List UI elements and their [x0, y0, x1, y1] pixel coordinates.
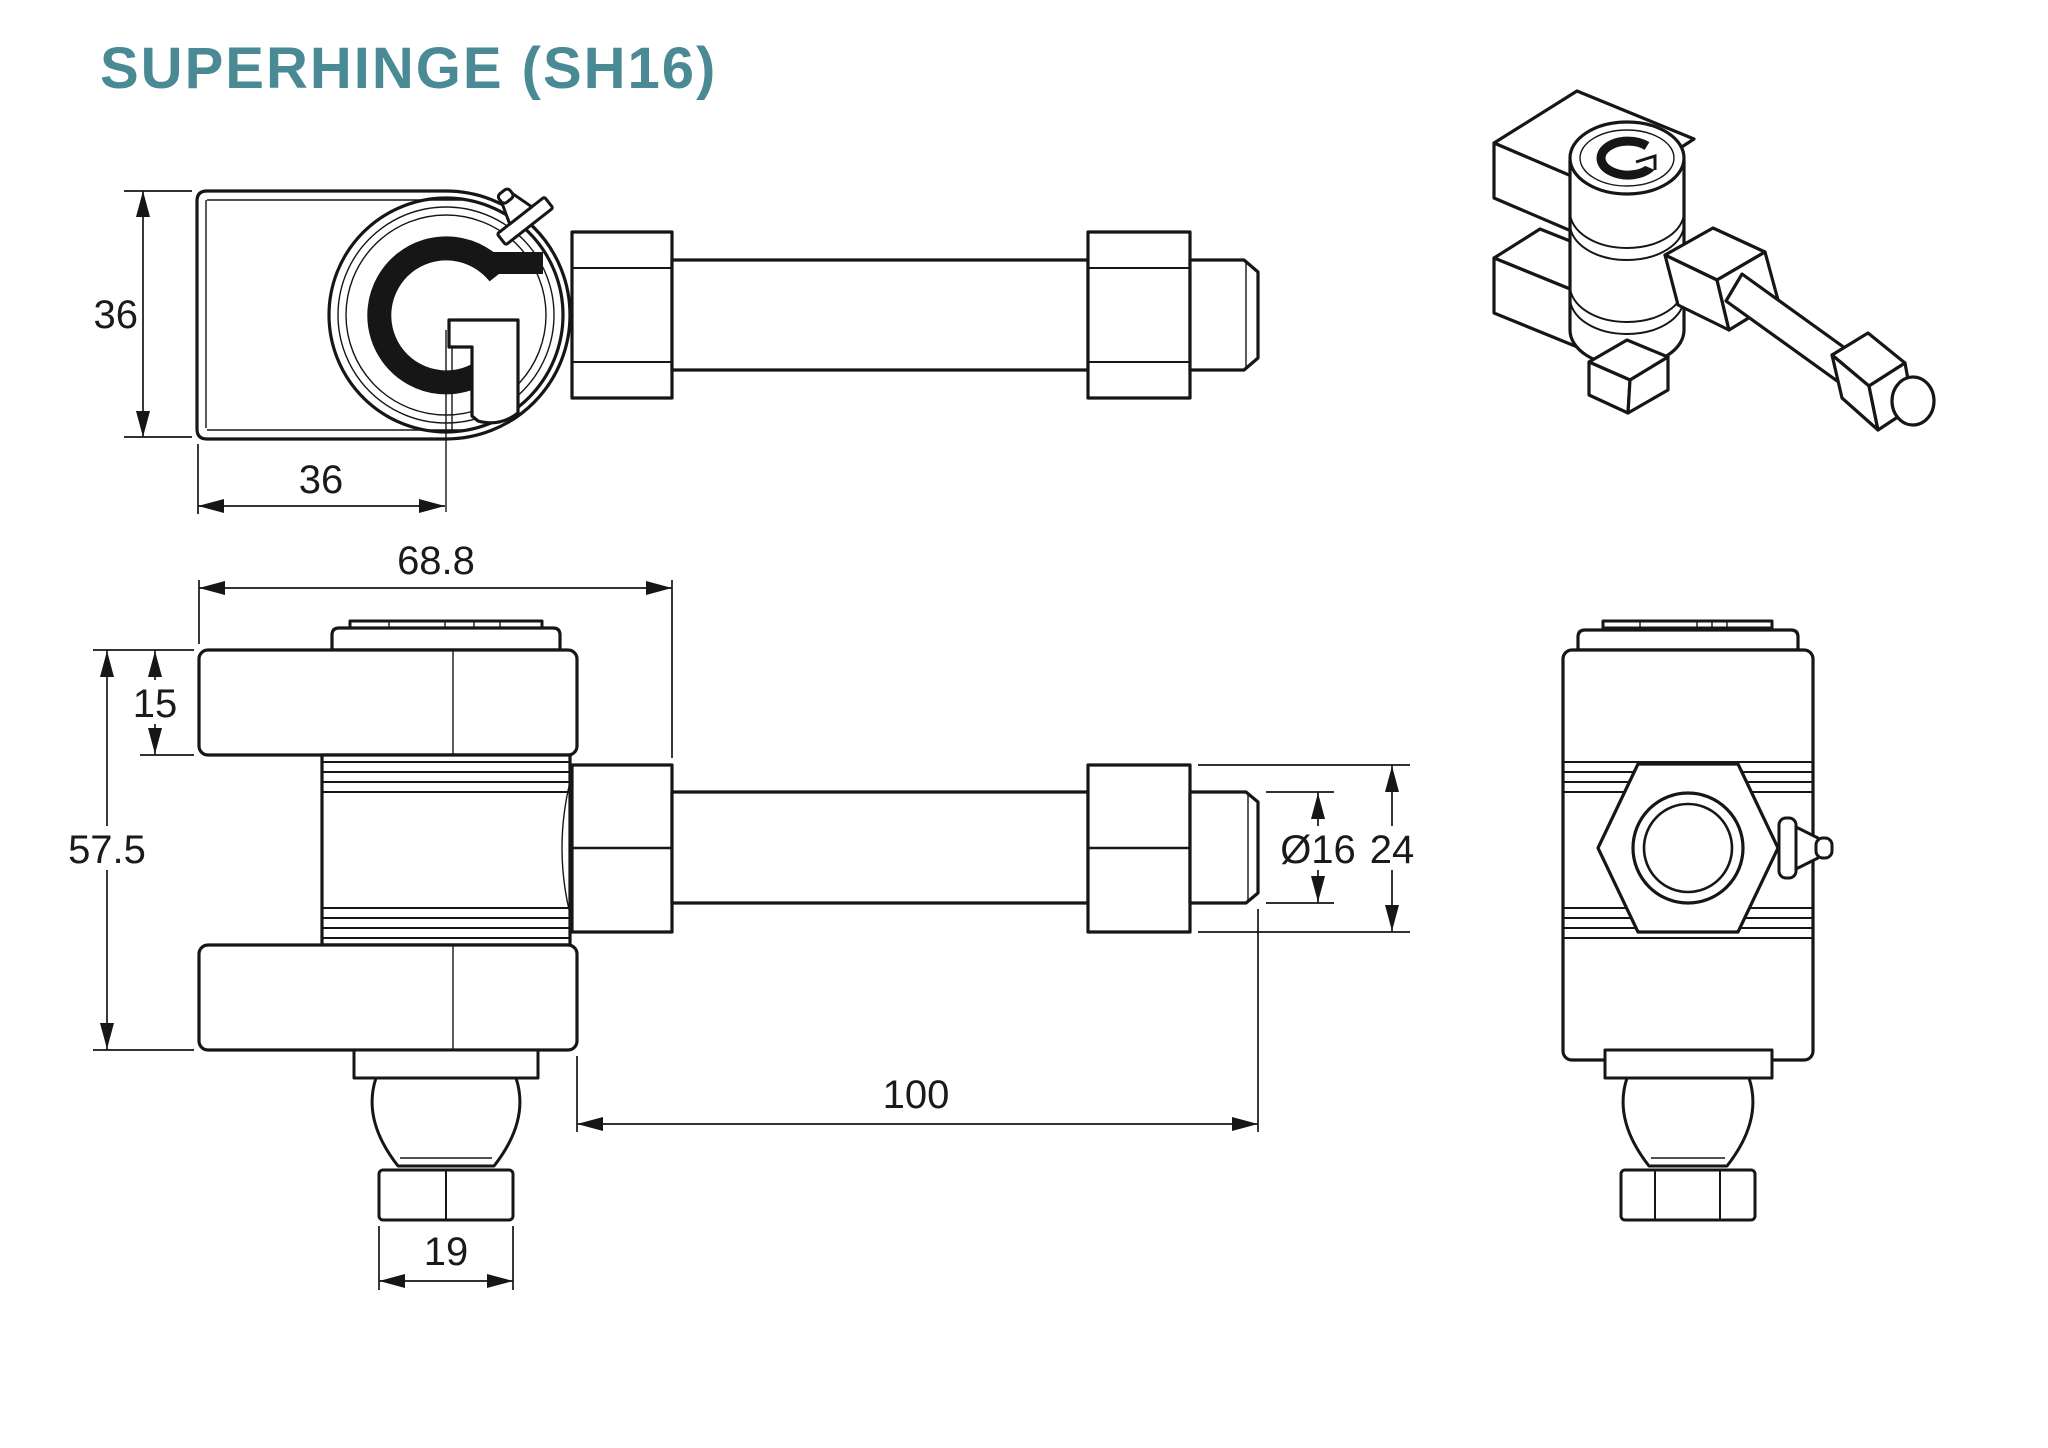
dim-knuckle-width: 36: [197, 444, 445, 514]
iso-thread-tip: [1890, 375, 1936, 427]
dim-leaf-length: 68.8: [198, 539, 673, 758]
dim-label: 15: [133, 682, 178, 726]
clamp-cap: [1576, 628, 1800, 652]
dim-label: 19: [424, 1230, 469, 1274]
clamp-cap: [330, 626, 562, 652]
dim-label: 68.8: [397, 539, 475, 583]
hex-boss-facets: [572, 267, 672, 363]
iso-barrel-ribs: [1569, 211, 1685, 335]
isometric-view: [1492, 89, 1936, 432]
hex-boss-side: [570, 230, 674, 400]
dim-shaft-length: 100: [576, 909, 1259, 1132]
shaft-nut-side: [1086, 230, 1192, 400]
g-logo: [1596, 136, 1657, 180]
clamp-plate-ticks: [388, 621, 501, 628]
dim-label: 36: [299, 458, 344, 502]
dim-plate-thickness: 15: [130, 649, 194, 756]
dim-label: Ø16: [1280, 828, 1356, 872]
dim-label: 24: [1370, 828, 1415, 872]
shaft-end-circle: [1631, 791, 1745, 905]
lock-nut-facets: [1654, 1170, 1721, 1220]
dim-label: 100: [883, 1073, 950, 1117]
g-logo: [367, 236, 543, 430]
iso-barrel-top: [1568, 120, 1686, 196]
page-title: SUPERHINGE (SH16): [100, 36, 717, 101]
thread-circle: [1642, 802, 1734, 894]
side-view: [195, 187, 1260, 512]
dim-overall-height: 57.5: [62, 649, 194, 1051]
dim-label: 57.5: [68, 828, 146, 872]
front-view: [197, 619, 1260, 1222]
lock-nut-end: [1619, 1168, 1757, 1222]
hex-collar-end: [1596, 762, 1780, 934]
end-view: [1561, 619, 1834, 1222]
barrel-front: [320, 753, 572, 947]
grease-nipple-icon: [1777, 816, 1834, 880]
shaft-front: [670, 790, 1090, 905]
shaft-side: [670, 258, 1090, 372]
iso-barrel-top-ring: [1579, 129, 1675, 187]
iso-lock-nut-face: [1626, 355, 1670, 415]
barrel-ribs: [322, 761, 570, 939]
dim-nut-across-flats: 24: [1198, 764, 1420, 933]
thread-tip-side: [1188, 258, 1260, 372]
bottom-washer: [1603, 1048, 1774, 1080]
dim-bottom-nut-width: 19: [378, 1226, 514, 1290]
top-bracket: [197, 648, 579, 757]
grease-nipple-icon: [496, 187, 554, 246]
dim-label: 36: [94, 293, 139, 337]
adjuster-neck: [1621, 1076, 1755, 1168]
clamp-plate: [1601, 619, 1774, 630]
thread-tip-front: [1188, 790, 1260, 905]
adjuster-neck: [370, 1076, 522, 1168]
dim-shaft-diameter: Ø16: [1266, 791, 1361, 904]
bottom-washer: [352, 1048, 540, 1080]
dim-knuckle-height: 36: [94, 190, 192, 438]
shaft-nut-facets: [1088, 267, 1190, 363]
bottom-bracket: [197, 943, 579, 1052]
clamp-plate-ticks: [1639, 621, 1728, 628]
knuckle-arc: [561, 781, 571, 915]
